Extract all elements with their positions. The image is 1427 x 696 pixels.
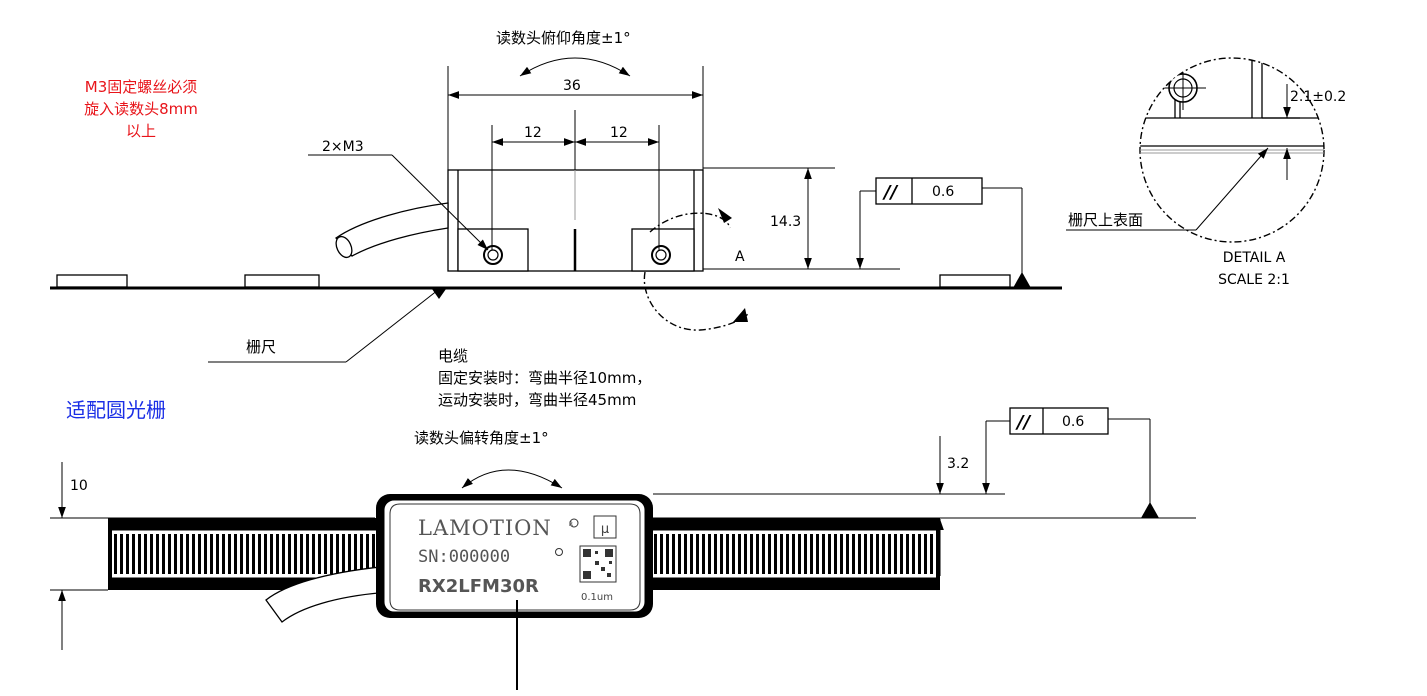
view-a-label: A bbox=[735, 249, 745, 265]
parallel-symbol-icon: // bbox=[1015, 412, 1032, 433]
scale-pad bbox=[244, 274, 320, 288]
screw-note-line-2: 旋入读数头8mm bbox=[84, 100, 198, 118]
scale-pad bbox=[56, 274, 128, 288]
section-title: 适配圆光栅 bbox=[66, 398, 166, 422]
cable-note-line-3: 运动安装时，弯曲半径45mm bbox=[438, 391, 636, 409]
tolerance-value: 0.6 bbox=[1062, 414, 1084, 430]
brand-logo: LAMOTION bbox=[418, 516, 552, 540]
datum-triangle bbox=[1141, 502, 1159, 518]
dim-12-right-label: 12 bbox=[610, 125, 628, 141]
dim-36-label: 36 bbox=[563, 78, 581, 94]
detail-title: DETAIL A bbox=[1223, 250, 1286, 266]
cable-note-line-1: 电缆 bbox=[438, 347, 468, 365]
dim-14-3-label: 14.3 bbox=[770, 214, 801, 230]
detail-a bbox=[1066, 57, 1325, 243]
resolution-label: 0.1um bbox=[581, 592, 613, 603]
detail-dim-label: 2.1±0.2 bbox=[1290, 89, 1346, 105]
model-number: RX2LFM30R bbox=[418, 576, 539, 597]
mu-logo-icon: μ bbox=[601, 522, 609, 537]
scale-surface-label: 栅尺上表面 bbox=[1068, 211, 1143, 229]
datum-triangle bbox=[432, 289, 446, 299]
screw-note-line-3: 以上 bbox=[126, 122, 156, 140]
datum-triangle bbox=[1013, 272, 1031, 288]
registered-mark-icon: R bbox=[569, 521, 573, 528]
scale-pad bbox=[939, 274, 1011, 288]
screw-hole-icon bbox=[483, 245, 503, 265]
dim-12-left-label: 12 bbox=[524, 125, 542, 141]
cable bbox=[335, 202, 449, 257]
screw-hole-icon bbox=[651, 245, 671, 265]
pitch-angle-label: 读数头俯仰角度±1° bbox=[496, 29, 631, 47]
dim-10-label: 10 bbox=[70, 478, 88, 494]
parallel-symbol-icon: // bbox=[882, 182, 899, 203]
side-view bbox=[50, 57, 1062, 363]
screw-note-line-1: M3固定螺丝必须 bbox=[85, 78, 198, 96]
cable-note-line-2: 固定安装时：弯曲半径10mm， bbox=[438, 369, 651, 387]
screw-label: 2×M3 bbox=[322, 139, 364, 155]
detail-scale: SCALE 2:1 bbox=[1218, 272, 1290, 288]
scale-label: 栅尺 bbox=[246, 338, 276, 356]
tolerance-value: 0.6 bbox=[932, 184, 954, 200]
yaw-angle-label: 读数头偏转角度±1° bbox=[414, 429, 549, 447]
top-view bbox=[50, 407, 1196, 690]
serial-number: SN:000000 bbox=[418, 547, 510, 567]
dim-3-2-label: 3.2 bbox=[947, 456, 969, 472]
